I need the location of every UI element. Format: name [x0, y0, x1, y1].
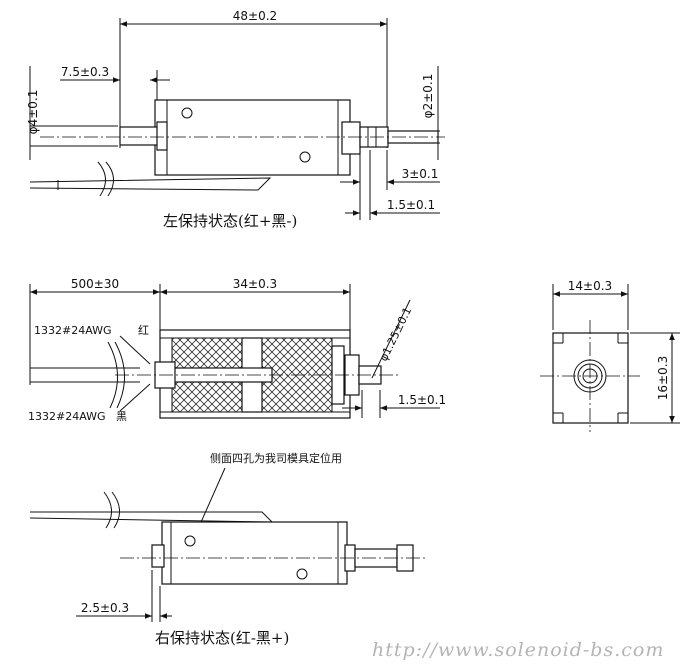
section-view: 500±30 34±0.3 1332#24AWG 红 1332#24AWG 黑 … — [28, 277, 446, 423]
dim-left-diameter: φ4±0.1 — [26, 90, 40, 135]
dim-offset-2-5: 2.5±0.3 — [81, 601, 129, 615]
dim-shaft-end-3: 3±0.1 — [402, 167, 439, 181]
caption-right-hold: 右保持状态(红-黑+) — [155, 629, 289, 647]
dim-pin-diameter: φ1.25±0.1 — [377, 305, 414, 363]
dim-right-diameter: φ2±0.1 — [421, 74, 435, 119]
note-side-holes: 侧面四孔为我司模具定位用 — [210, 451, 342, 465]
dim-body-length: 34±0.3 — [233, 277, 277, 291]
dim-stroke-1-5-section: 1.5±0.1 — [398, 393, 446, 407]
end-view: 14±0.3 16±0.3 — [540, 279, 680, 432]
watermark-url: http://www.solenoid-bs.com — [372, 639, 664, 661]
dim-length-48: 48±0.2 — [233, 9, 277, 23]
dim-lead-length: 500±30 — [71, 277, 119, 291]
dim-end-width: 14±0.3 — [568, 279, 612, 293]
wire-black-label: 黑 — [116, 410, 127, 423]
caption-left-hold: 左保持状态(红+黑-) — [163, 212, 297, 230]
dim-stroke-1-5-top: 1.5±0.1 — [387, 198, 435, 212]
top-view: 48±0.2 7.5±0.3 φ4±0.1 φ2±0.1 — [26, 9, 445, 230]
dim-offset-7-5: 7.5±0.3 — [61, 65, 109, 79]
dim-end-height: 16±0.3 — [656, 356, 670, 400]
wire-red-spec: 1332#24AWG — [34, 324, 112, 337]
wire-black-spec: 1332#24AWG — [28, 410, 106, 423]
bottom-view: 侧面四孔为我司模具定位用 2.5±0.3 右保持状态(红-黑+) — [29, 451, 425, 647]
wire-red-label: 红 — [138, 324, 149, 337]
